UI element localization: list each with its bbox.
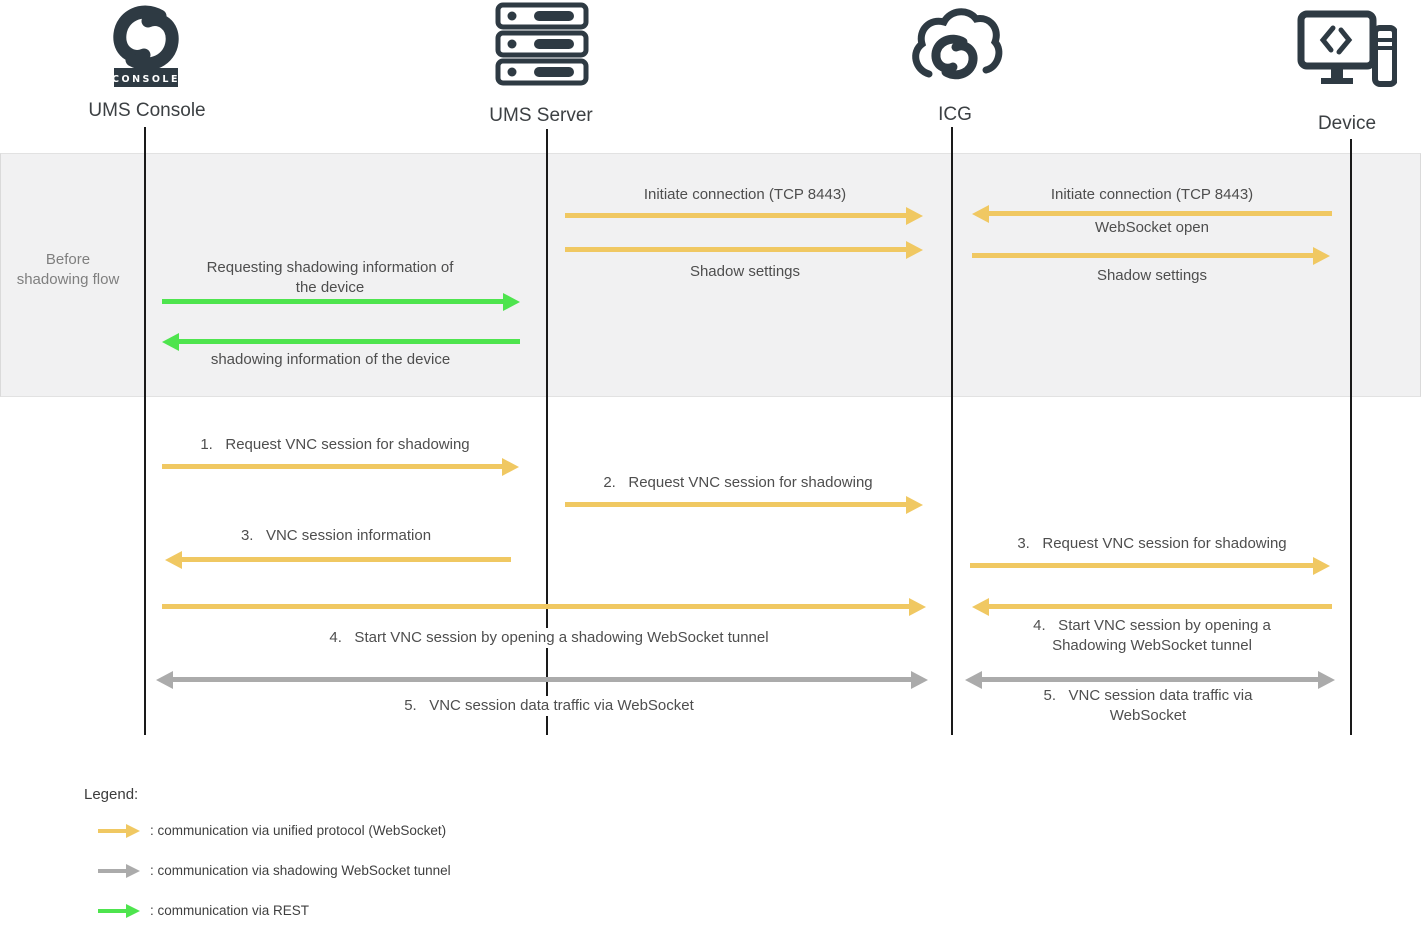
msg-initiate-connection-server-icg: Initiate connection (TCP 8443) [643, 186, 847, 203]
arrow-step3-request [970, 563, 1314, 568]
msg-step4-tunnel: 4. Start VNC session by opening a shadow… [310, 628, 788, 648]
before-shadowing-band [0, 153, 1421, 397]
msg-shadow-settings-server-icg: Shadow settings [689, 263, 801, 280]
actor-label-ums-console: UMS Console [88, 100, 206, 121]
band-label: Before shadowing flow [16, 251, 120, 288]
msg-step3-request: 3. Request VNC session for shadowing [1017, 535, 1287, 552]
legend-label-unified-protocol: : communication via unified protocol (We… [150, 823, 447, 838]
arrow-step5-device [981, 677, 1319, 682]
actor-label-icg: ICG [938, 104, 972, 125]
msg-websocket-open: WebSocket open [1095, 219, 1209, 236]
msg-step5-device: 5. VNC session data traffic via WebSocke… [1043, 687, 1253, 724]
actor-label-ums-server: UMS Server [489, 105, 593, 126]
actor-label-device: Device [1317, 113, 1377, 134]
msg-step2: 2. Request VNC session for shadowing [603, 474, 873, 491]
msg-initiate-connection-device-icg: Initiate connection (TCP 8443) [1050, 186, 1254, 203]
arrow-initiate-device-icg [988, 211, 1332, 216]
arrow-shadow-settings-server-icg [565, 247, 907, 252]
arrow-step4-tunnel [162, 604, 910, 609]
legend-title: Legend: [84, 786, 139, 803]
msg-step4-device: 4. Start VNC session by opening a Shadow… [1033, 617, 1271, 654]
ums-server-icon [494, 2, 590, 91]
msg-request-shadow-info: Requesting shadowing information of the … [206, 259, 454, 296]
console-badge-text: CONSOLE [112, 74, 180, 85]
legend-label-rest: : communication via REST [150, 903, 310, 918]
msg-step3-info: 3. VNC session information [240, 527, 432, 544]
arrow-step1 [162, 464, 503, 469]
msg-step1: 1. Request VNC session for shadowing [200, 436, 470, 453]
arrow-shadow-settings-icg-device [972, 253, 1314, 258]
lifeline-icg [951, 127, 953, 735]
msg-step5-traffic: 5. VNC session data traffic via WebSocke… [365, 696, 733, 716]
arrow-step2 [565, 502, 907, 507]
icg-cloud-icon [907, 4, 1003, 101]
arrow-step5-traffic [172, 677, 912, 682]
legend-label-shadow-tunnel: : communication via shadowing WebSocket … [150, 863, 451, 878]
legend-arrow-unified-protocol [98, 829, 127, 833]
arrow-step3-info [181, 557, 511, 562]
lifeline-ums-server [546, 129, 548, 735]
lifeline-device [1350, 139, 1352, 735]
ums-console-icon: CONSOLE [100, 4, 192, 95]
arrow-step4-device [988, 604, 1332, 609]
legend-arrow-rest [98, 909, 127, 913]
arrow-shadow-info-response [178, 339, 520, 344]
msg-shadow-settings-icg-device: Shadow settings [1096, 267, 1208, 284]
arrow-request-shadow-info [162, 299, 504, 304]
arrow-initiate-server-icg [565, 213, 907, 218]
legend-arrow-shadow-tunnel [98, 869, 127, 873]
device-icon [1297, 8, 1398, 107]
msg-shadow-info-response: shadowing information of the device [210, 351, 451, 368]
lifeline-ums-console [144, 127, 146, 735]
